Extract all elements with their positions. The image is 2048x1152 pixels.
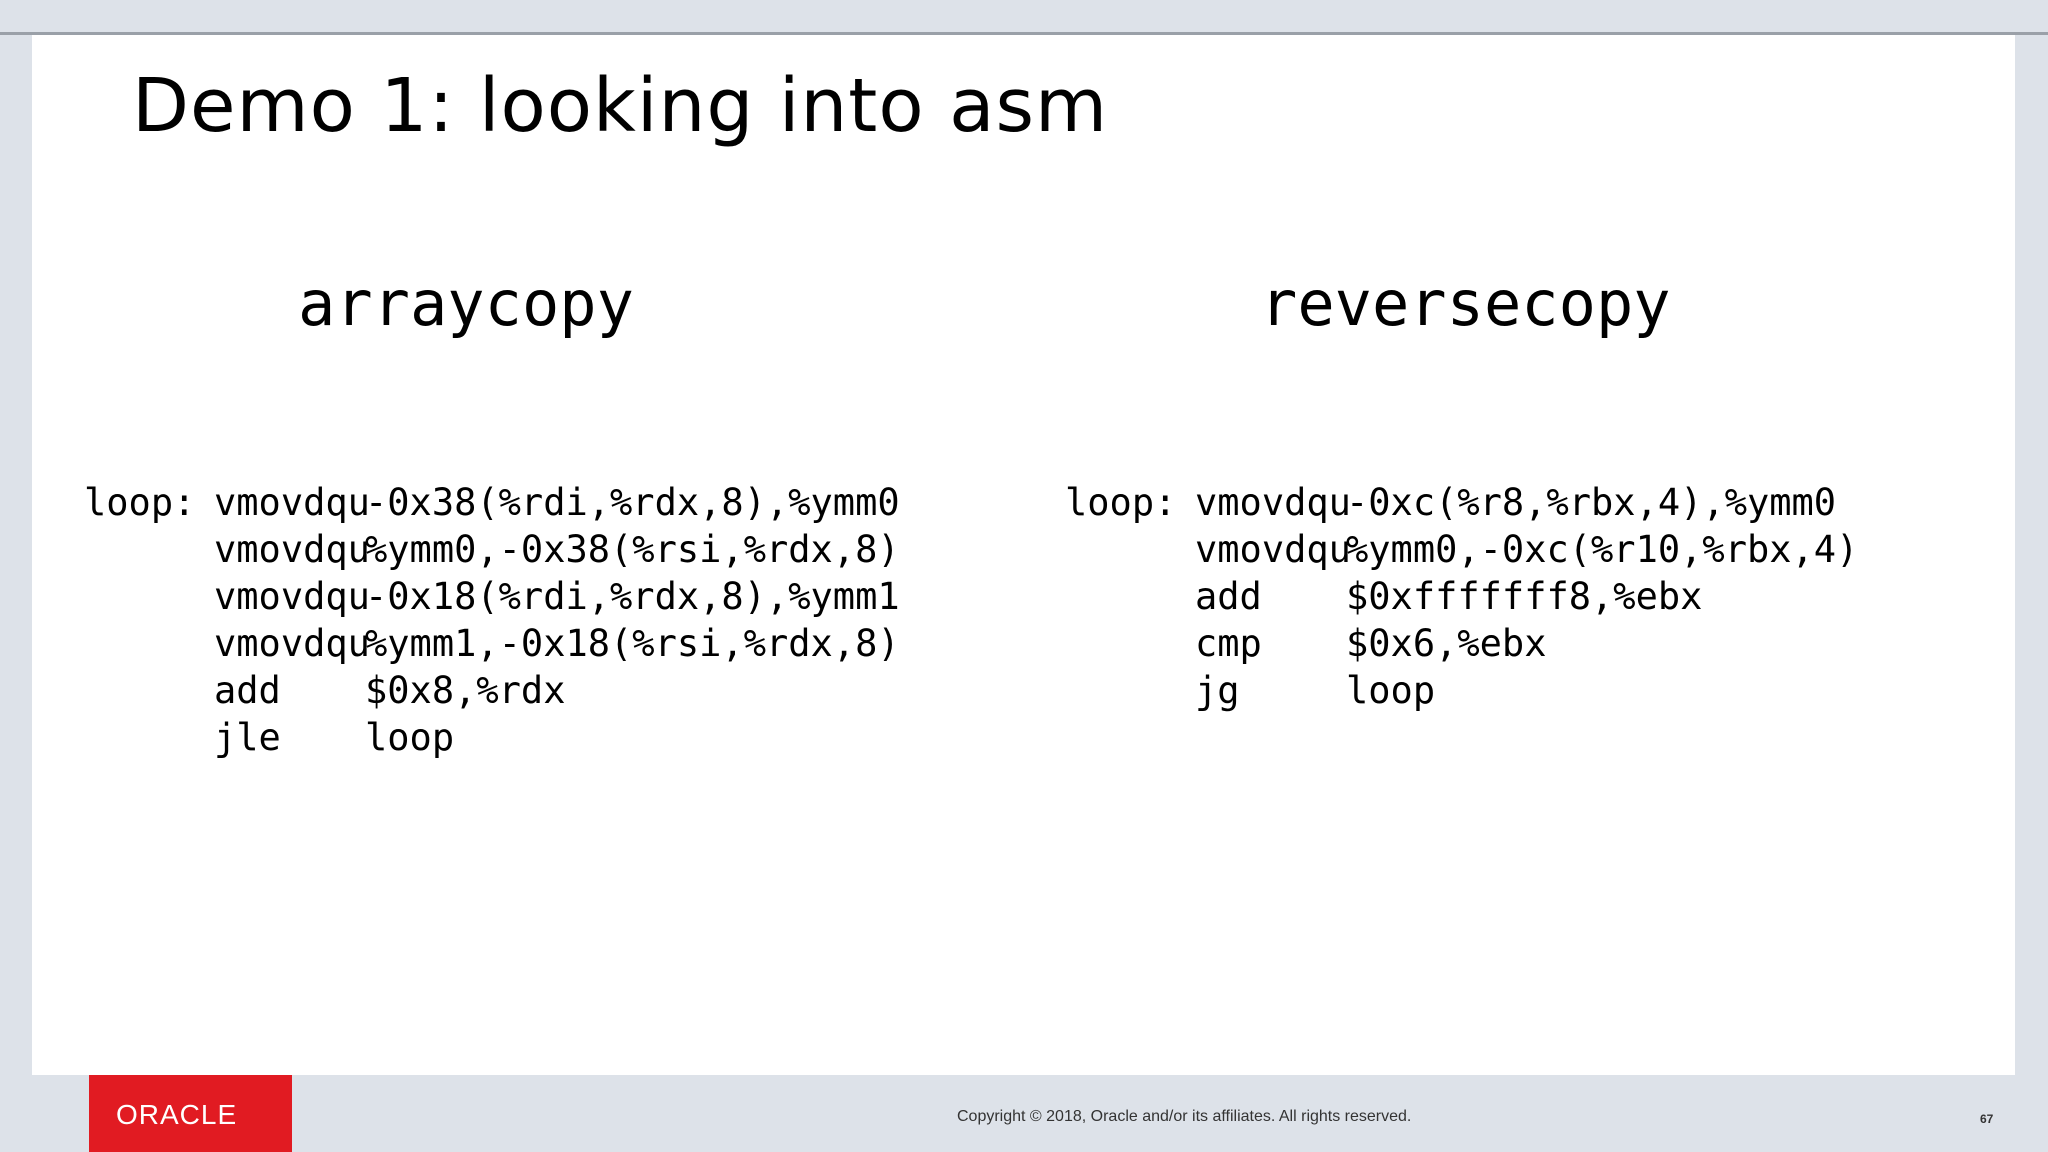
code-label: loop: — [84, 481, 196, 524]
code-opcode: vmovdqu — [214, 481, 370, 524]
oracle-logo-icon: ORACLE — [116, 1099, 237, 1129]
copyright-notice: Copyright © 2018, Oracle and/or its affi… — [957, 1108, 1412, 1125]
code-line: cmp $0x6,%ebx — [1065, 620, 1858, 667]
code-opcode: cmp — [1195, 622, 1262, 665]
code-operands: -0x18(%rdi,%rdx,8),%ymm1 — [365, 575, 900, 618]
code-line: add $0xfffffff8,%ebx — [1065, 573, 1858, 620]
code-line: loop: vmovdqu-0xc(%r8,%rbx,4),%ymm0 — [1065, 479, 1858, 526]
code-line: jg loop — [1065, 667, 1858, 714]
code-opcode: vmovdqu — [1195, 481, 1351, 524]
code-label — [1065, 526, 1195, 573]
code-operands: %ymm1,-0x18(%rsi,%rdx,8) — [365, 622, 900, 665]
code-opcode: vmovdqu — [1195, 528, 1351, 571]
code-label — [84, 526, 214, 573]
oracle-logo: ORACLE — [89, 1075, 292, 1152]
code-label — [84, 714, 214, 761]
code-operands: $0xfffffff8,%ebx — [1346, 575, 1703, 618]
code-opcode: vmovdqu — [214, 575, 370, 618]
code-operands: loop — [1346, 669, 1436, 712]
code-opcode: vmovdqu — [214, 622, 370, 665]
code-opcode: add — [1195, 575, 1262, 618]
code-operands: %ymm0,-0xc(%r10,%rbx,4) — [1346, 528, 1859, 571]
code-opcode: jg — [1195, 669, 1240, 712]
code-opcode: jle — [214, 716, 281, 759]
code-operands: -0xc(%r8,%rbx,4),%ymm0 — [1346, 481, 1837, 524]
top-divider — [0, 32, 2048, 35]
slide-title: Demo 1: looking into asm — [132, 63, 1109, 149]
code-label — [1065, 667, 1195, 714]
reversecopy-heading: reversecopy — [1260, 267, 1671, 340]
code-opcode: vmovdqu — [214, 528, 370, 571]
code-label — [84, 620, 214, 667]
code-line: vmovdqu%ymm0,-0xc(%r10,%rbx,4) — [1065, 526, 1858, 573]
slide-canvas: Demo 1: looking into asm arraycopy rever… — [32, 35, 2015, 1075]
code-line: add $0x8,%rdx — [84, 667, 900, 714]
code-operands: $0x8,%rdx — [365, 669, 566, 712]
code-line: vmovdqu-0x18(%rdi,%rdx,8),%ymm1 — [84, 573, 900, 620]
arraycopy-heading: arraycopy — [298, 267, 634, 340]
code-label — [1065, 573, 1195, 620]
code-line: vmovdqu%ymm1,-0x18(%rsi,%rdx,8) — [84, 620, 900, 667]
code-operands: -0x38(%rdi,%rdx,8),%ymm0 — [365, 481, 900, 524]
oracle-logo-text: ORACLE — [116, 1099, 237, 1129]
code-line: loop: vmovdqu-0x38(%rdi,%rdx,8),%ymm0 — [84, 479, 900, 526]
code-operands: loop — [365, 716, 455, 759]
code-line: vmovdqu%ymm0,-0x38(%rsi,%rdx,8) — [84, 526, 900, 573]
code-opcode: add — [214, 669, 281, 712]
code-operands: %ymm0,-0x38(%rsi,%rdx,8) — [365, 528, 900, 571]
page-number: 67 — [1980, 1112, 1994, 1126]
code-line: jle loop — [84, 714, 900, 761]
code-label: loop: — [1065, 481, 1177, 524]
code-label — [84, 573, 214, 620]
code-label — [84, 667, 214, 714]
code-operands: $0x6,%ebx — [1346, 622, 1547, 665]
code-label — [1065, 620, 1195, 667]
